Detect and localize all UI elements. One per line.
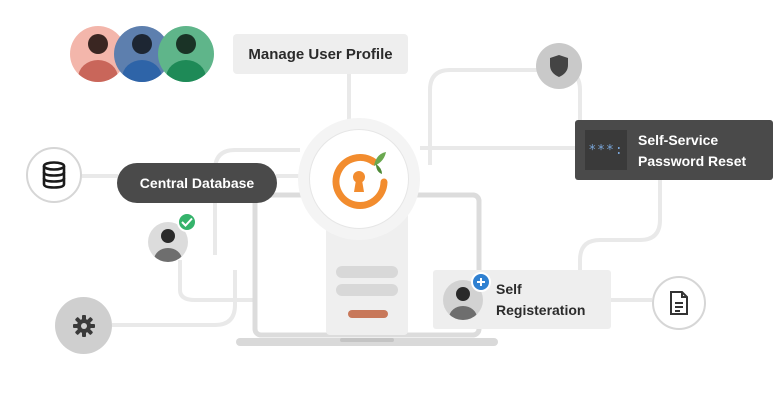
database-icon <box>26 147 82 203</box>
avatar-green <box>158 26 214 82</box>
password-reset-card: ***: Self-Service Password Reset <box>575 120 773 180</box>
password-field-icon: ***: <box>585 130 627 170</box>
self-registration-card: Self Registeration <box>433 270 611 329</box>
manage-profile-label: Manage User Profile <box>233 34 408 74</box>
check-badge-icon <box>177 212 197 232</box>
self-registration-label: Self Registeration <box>496 281 586 318</box>
new-user-avatar <box>443 280 483 320</box>
gear-icon <box>55 297 112 354</box>
central-database-label: Central Database <box>117 163 277 203</box>
verified-user-avatar <box>148 222 188 262</box>
laptop-illustration <box>236 192 498 346</box>
password-reset-label: Self-Service Password Reset <box>638 132 747 169</box>
keyhole-logo-icon <box>332 152 388 209</box>
shield-icon <box>536 43 582 89</box>
document-icon <box>652 276 706 330</box>
plus-badge-icon <box>471 272 491 292</box>
center-logo-ring <box>298 118 420 240</box>
center-logo-disc <box>309 129 409 229</box>
